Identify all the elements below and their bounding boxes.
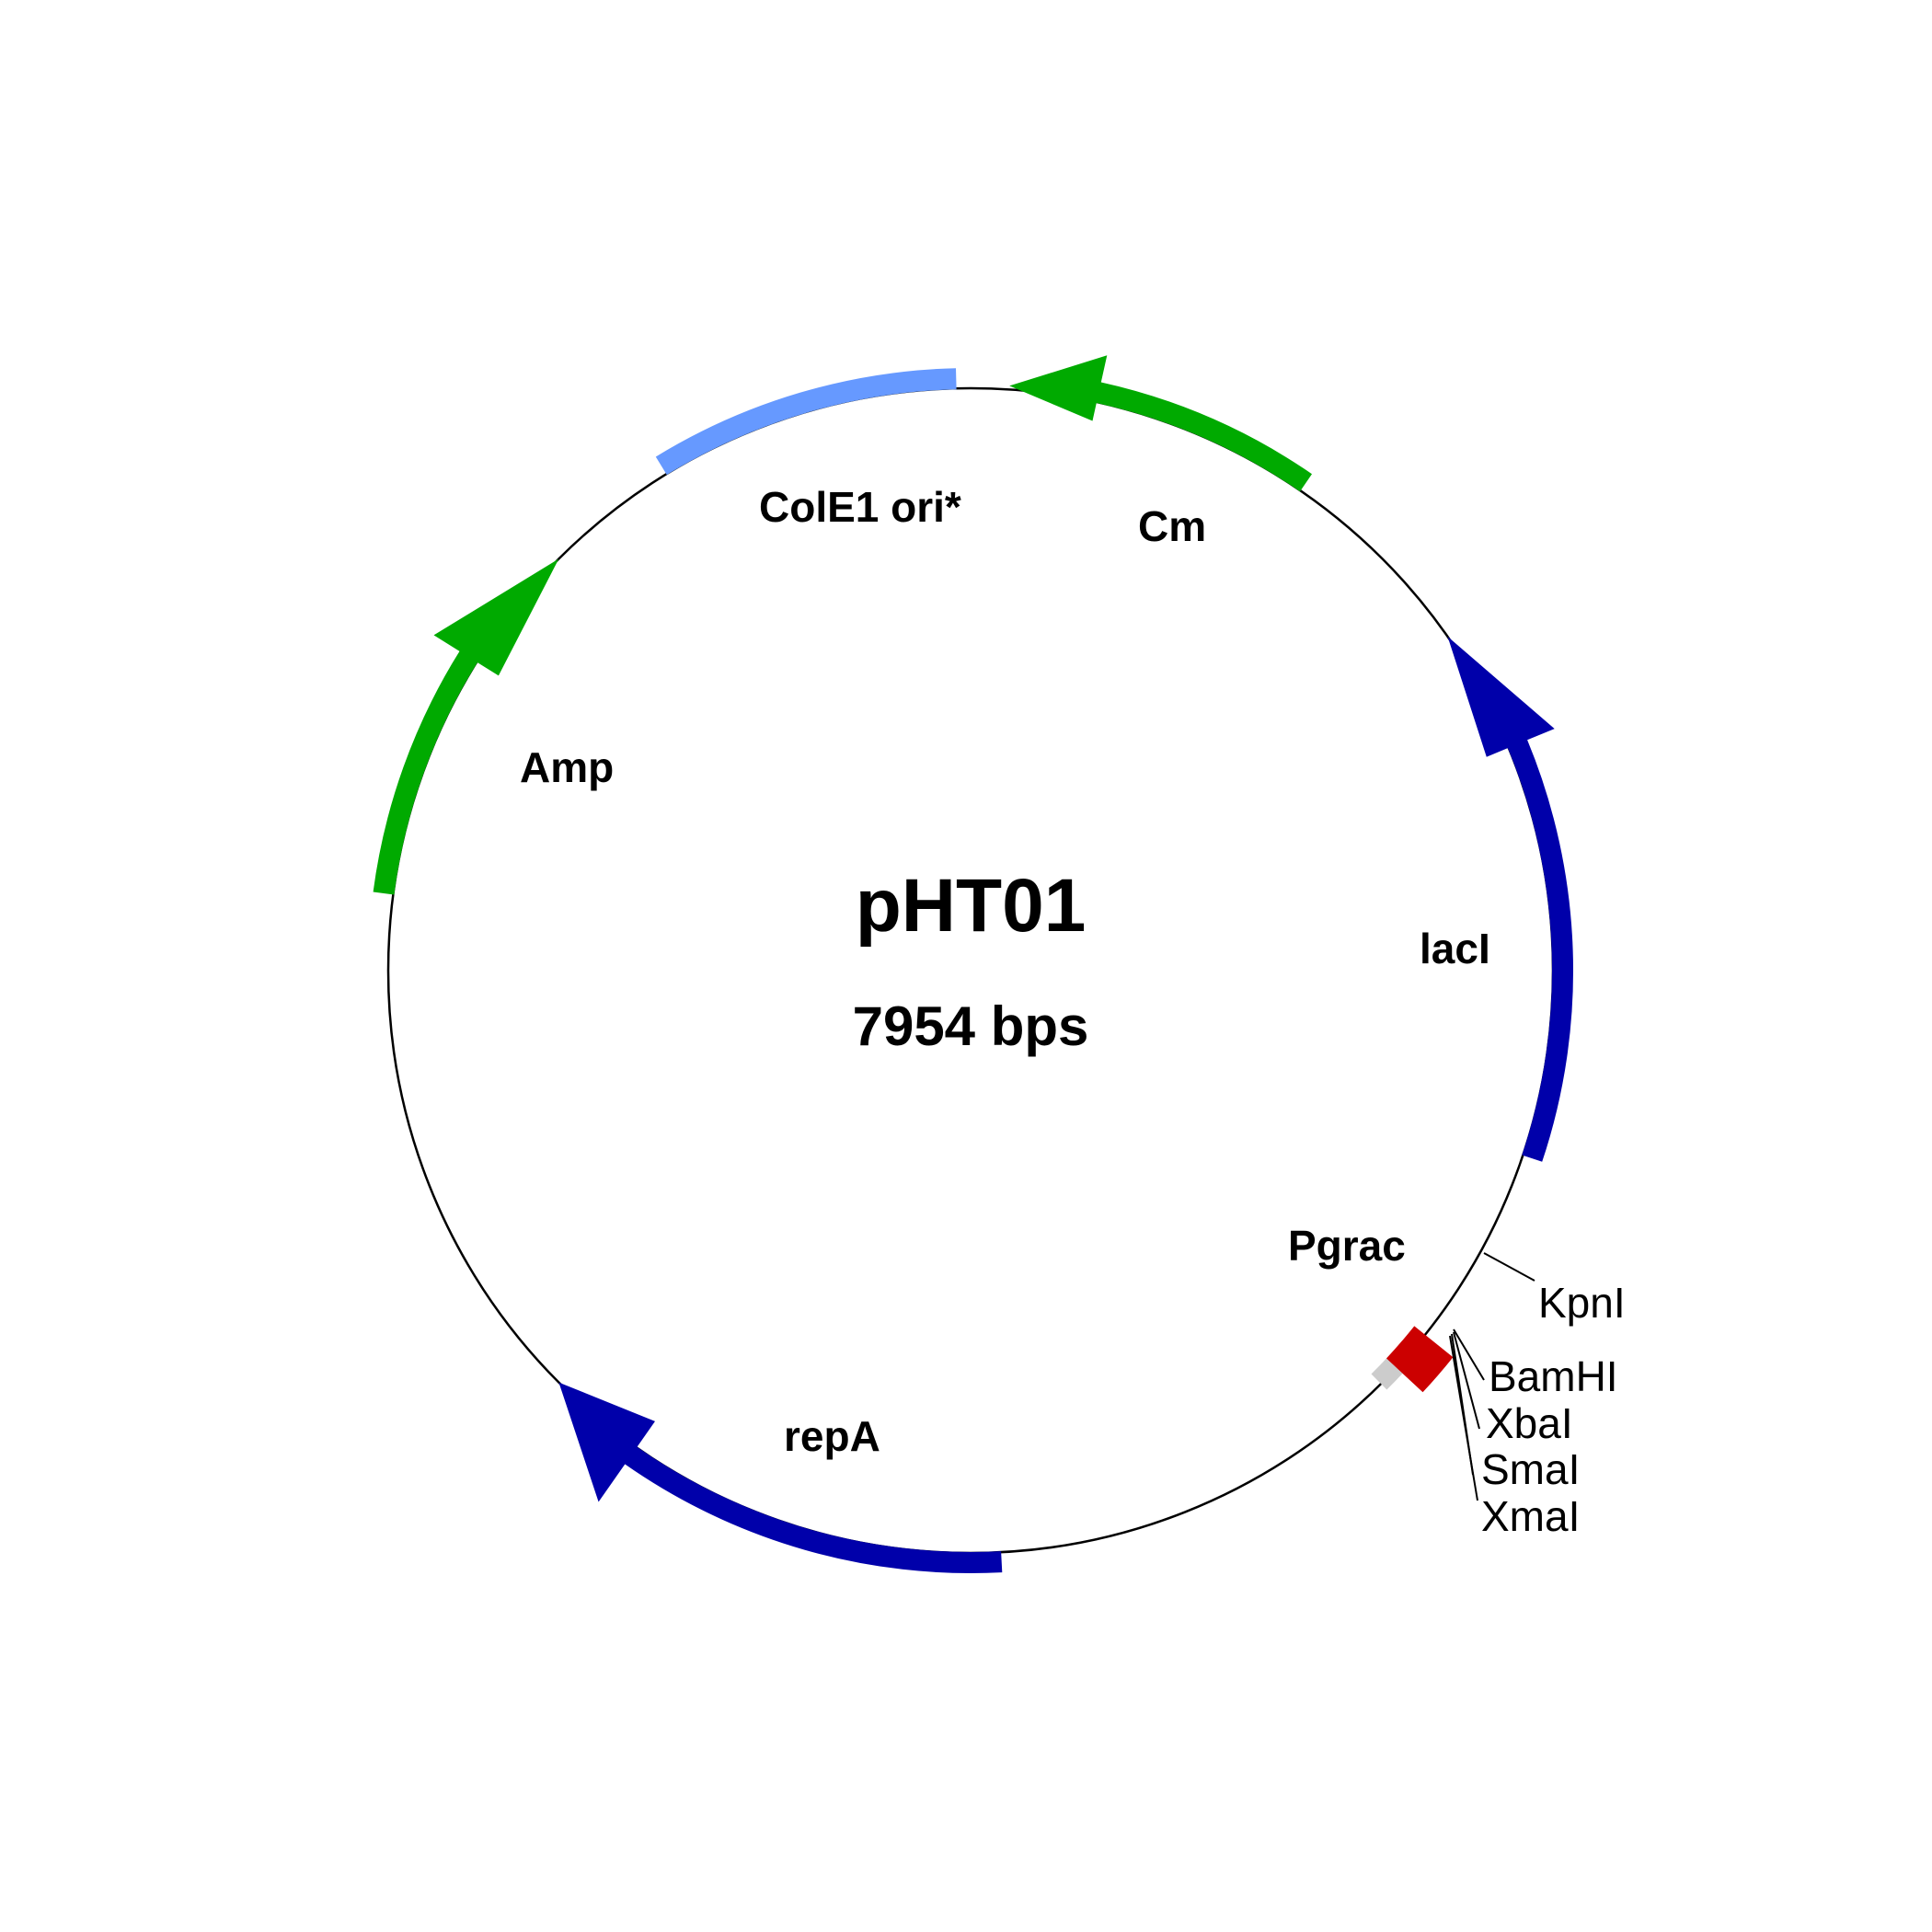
plasmid-name: pHT01 [856,864,1087,948]
cm-label: Cm [1138,502,1206,550]
lacI-arrow[interactable] [1447,636,1574,1162]
colE1-label: ColE1 ori* [759,483,961,531]
smaI-label: SmaI [1481,1445,1580,1493]
xmaI-leader [1449,1335,1478,1501]
plasmid-size: 7954 bps [853,995,1089,1057]
bamHI-label: BamHI [1489,1352,1618,1400]
cm-arrow[interactable] [1009,355,1312,492]
amp-arrow[interactable] [373,558,559,895]
amp-label: Amp [520,743,614,791]
lacI-label: lacI [1420,925,1490,972]
xmaI-label: XmaI [1481,1492,1580,1540]
xbaI-label: XbaI [1486,1399,1573,1447]
kpnI-leader [1483,1252,1535,1282]
xbaI-leader [1453,1331,1480,1430]
pgrac-label: Pgrac [1288,1222,1406,1270]
pgrac-feature[interactable] [1386,1326,1454,1393]
bamHI-leader [1453,1328,1485,1381]
repA-arrow[interactable] [558,1382,1003,1573]
colE1-ori-feature[interactable] [655,368,957,476]
repA-label: repA [784,1412,880,1460]
kpnI-label: KpnI [1538,1279,1626,1327]
